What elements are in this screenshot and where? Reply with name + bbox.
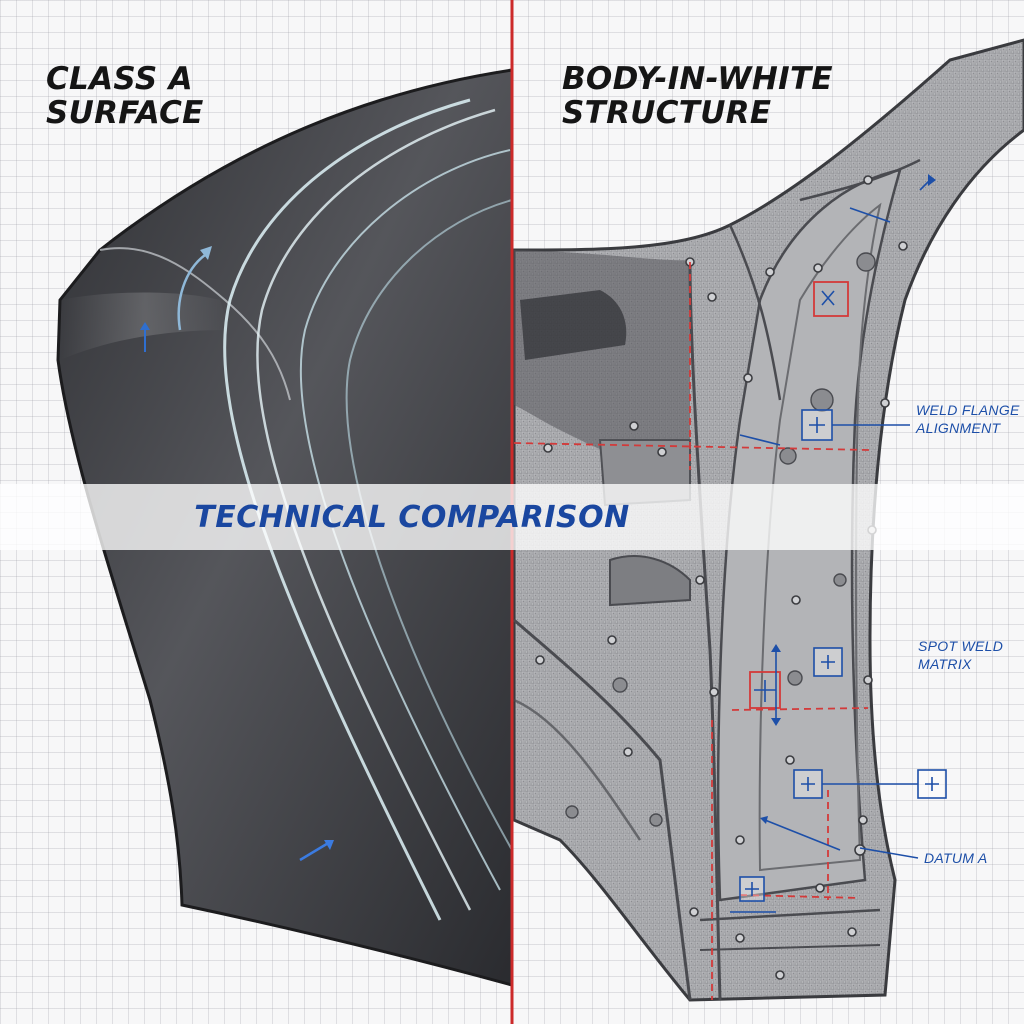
comparison-banner: TECHNICAL COMPARISON (0, 484, 1024, 550)
datum-line1: DATUM A (924, 850, 988, 866)
weld-flange-callout-label: WELD FLANGE ALIGNMENT (916, 401, 1020, 437)
biw-heading-line1: BODY-IN-WHITE (562, 61, 833, 97)
biw-heading-line2: STRUCTURE (562, 95, 772, 131)
weld-flange-line2: ALIGNMENT (916, 420, 1001, 436)
spot-weld-line2: MATRIX (918, 656, 972, 672)
class-a-surface-heading: CLASS A SURFACE (46, 62, 204, 130)
datum-callout-label: DATUM A (924, 849, 988, 867)
weld-flange-line1: WELD FLANGE (916, 402, 1020, 418)
callout-graphics (739, 409, 947, 902)
body-in-white-heading: BODY-IN-WHITE STRUCTURE (562, 62, 833, 130)
banner-title: TECHNICAL COMPARISON (194, 499, 630, 535)
spot-weld-callout-label: SPOT WELD MATRIX (918, 637, 1003, 673)
class-a-heading-line2: SURFACE (46, 95, 204, 131)
spot-weld-line1: SPOT WELD (918, 638, 1004, 654)
class-a-heading-line1: CLASS A (46, 61, 193, 97)
